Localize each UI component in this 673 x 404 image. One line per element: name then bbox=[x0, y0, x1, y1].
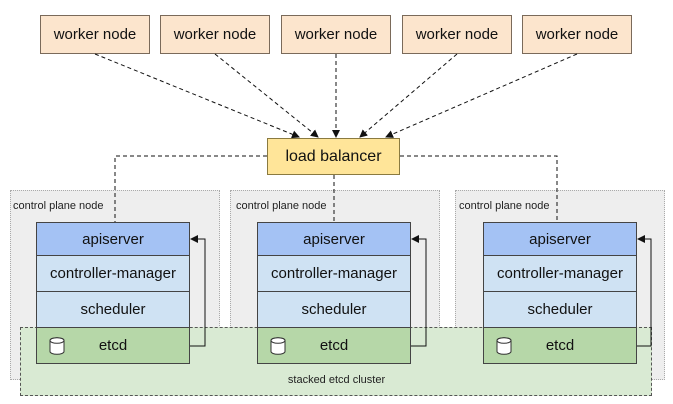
etcd-label: etcd bbox=[319, 337, 349, 354]
controller-manager-3: controller-manager bbox=[483, 256, 637, 292]
controller-manager-2: controller-manager bbox=[257, 256, 411, 292]
etcd-to-apiserver-arrow-3 bbox=[637, 235, 652, 347]
controller-manager-label: controller-manager bbox=[50, 265, 176, 282]
control-plane-label-3: control plane node bbox=[459, 200, 550, 212]
load-balancer: load balancer bbox=[267, 138, 400, 175]
worker-node-1: worker node bbox=[40, 15, 150, 54]
lb-to-apiserver-1 bbox=[114, 155, 267, 222]
etcd-3: etcd bbox=[483, 328, 637, 364]
etcd-label: etcd bbox=[545, 337, 575, 354]
worker-node-label: worker node bbox=[294, 26, 378, 43]
scheduler-label: scheduler bbox=[80, 301, 146, 318]
scheduler-label: scheduler bbox=[301, 301, 367, 318]
scheduler-label: scheduler bbox=[527, 301, 593, 318]
database-icon bbox=[496, 337, 512, 355]
worker-2-arrow bbox=[214, 53, 319, 138]
apiserver-label: apiserver bbox=[303, 230, 365, 248]
apiserver-label: apiserver bbox=[82, 230, 144, 248]
etcd-to-apiserver-arrow-1 bbox=[190, 235, 206, 347]
scheduler-2: scheduler bbox=[257, 292, 411, 328]
lb-to-apiserver-3 bbox=[400, 155, 558, 222]
database-icon bbox=[270, 337, 286, 355]
worker-node-4: worker node bbox=[402, 15, 512, 54]
database-icon bbox=[49, 337, 65, 355]
control-plane-label-1: control plane node bbox=[13, 200, 104, 212]
worker-node-label: worker node bbox=[535, 26, 619, 43]
controller-manager-label: controller-manager bbox=[497, 265, 623, 282]
scheduler-1: scheduler bbox=[36, 292, 190, 328]
controller-manager-1: controller-manager bbox=[36, 256, 190, 292]
stacked-etcd-cluster-label: stacked etcd cluster bbox=[287, 374, 386, 386]
etcd-to-apiserver-arrow-2 bbox=[411, 235, 427, 347]
apiserver-3: apiserver bbox=[483, 222, 637, 256]
worker-4-arrow bbox=[359, 53, 458, 138]
worker-1-arrow bbox=[94, 53, 300, 139]
apiserver-2: apiserver bbox=[257, 222, 411, 256]
control-plane-label-2: control plane node bbox=[236, 200, 327, 212]
apiserver-label: apiserver bbox=[529, 230, 591, 248]
worker-node-label: worker node bbox=[173, 26, 257, 43]
apiserver-1: apiserver bbox=[36, 222, 190, 256]
worker-node-5: worker node bbox=[522, 15, 632, 54]
etcd-2: etcd bbox=[257, 328, 411, 364]
load-balancer-label: load balancer bbox=[285, 147, 382, 165]
worker-node-2: worker node bbox=[160, 15, 270, 54]
worker-node-label: worker node bbox=[53, 26, 137, 43]
etcd-1: etcd bbox=[36, 328, 190, 364]
worker-5-arrow bbox=[385, 53, 578, 138]
worker-node-label: worker node bbox=[415, 26, 499, 43]
etcd-label: etcd bbox=[98, 337, 128, 354]
controller-manager-label: controller-manager bbox=[271, 265, 397, 282]
worker-node-3: worker node bbox=[281, 15, 391, 54]
scheduler-3: scheduler bbox=[483, 292, 637, 328]
